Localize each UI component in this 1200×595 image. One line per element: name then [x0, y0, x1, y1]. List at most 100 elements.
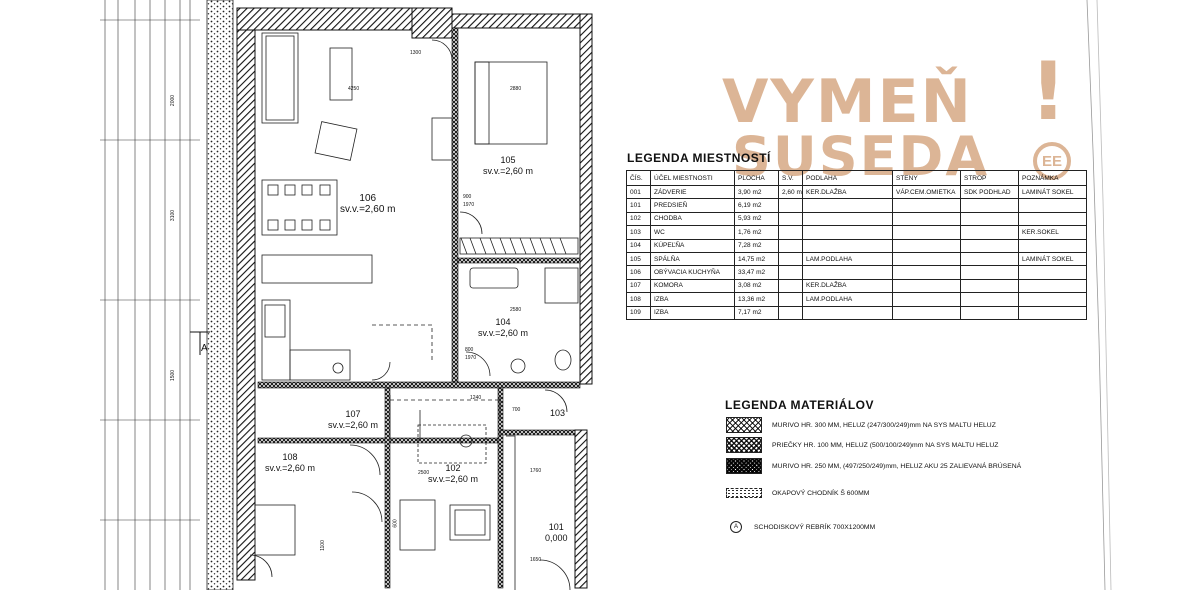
table-cell-walls — [892, 238, 961, 253]
dimension-label: 600 — [392, 519, 399, 528]
room-label-102: 102 sv.v.=2,60 m — [428, 463, 478, 485]
material-item: MURIVO HR. 300 MM, HELUZ (247/300/249)mm… — [726, 416, 996, 434]
table-cell-floor: KER.DLAŽBA — [802, 278, 893, 294]
table-cell-note — [1018, 305, 1087, 320]
material-item: A SCHODISKOVÝ REBRÍK 700X1200MM — [722, 518, 875, 536]
column-header: STROP — [960, 170, 1019, 186]
column-header: ÚČEL MIESTNOSTI — [650, 170, 735, 186]
table-cell-floor — [802, 265, 893, 280]
table-cell-note — [1018, 292, 1087, 307]
material-swatch — [726, 437, 762, 453]
table-cell-num: 102 — [626, 211, 651, 227]
room-label-106: 106 sv.v.=2,60 m — [340, 193, 395, 215]
table-cell-floor — [802, 211, 893, 227]
rooms-legend-table: ČÍS. ÚČEL MIESTNOSTI PLOCHA S.V. PODLAHA… — [626, 170, 1087, 320]
table-cell-area: 5,93 m2 — [734, 211, 779, 227]
table-cell-sv — [778, 278, 803, 294]
table-cell-note — [1018, 278, 1087, 294]
material-text: PRIEČKY HR. 100 MM, HELUZ (500/100/249)m… — [772, 441, 999, 449]
material-swatch — [726, 417, 762, 433]
table-cell-ceiling — [960, 265, 1019, 280]
column-header: STENY — [892, 170, 961, 186]
room-number: 106 — [359, 193, 377, 204]
table-cell-walls — [892, 278, 961, 294]
table-cell-sv — [778, 211, 803, 227]
table-cell-name: ZÁDVERIE — [650, 184, 735, 200]
dimension-label: 3100 — [170, 209, 177, 222]
table-cell-ceiling — [960, 278, 1019, 294]
room-label-108: 108 sv.v.=2,60 m — [265, 452, 315, 474]
room-number: 101 — [548, 522, 564, 532]
table-cell-name: IZBA — [650, 292, 735, 307]
table-cell-area: 3,08 m2 — [734, 278, 779, 294]
dimension-label: 1650 — [530, 557, 542, 563]
table-cell-area: 33,47 m2 — [734, 265, 779, 280]
material-item: PRIEČKY HR. 100 MM, HELUZ (500/100/249)m… — [726, 436, 998, 454]
table-cell-area: 13,36 m2 — [734, 292, 779, 307]
room-label-105: 105 sv.v.=2,60 m — [483, 155, 533, 177]
dimension-label: 4250 — [348, 86, 360, 92]
table-cell-note — [1018, 211, 1087, 227]
room-number: 103 — [550, 408, 566, 418]
table-cell-num: 109 — [626, 305, 651, 320]
page-edge — [1086, 0, 1112, 590]
stair-symbol: A — [730, 521, 742, 533]
table-cell-walls — [892, 198, 961, 213]
watermark-exclamation: ! — [1030, 45, 1069, 138]
room-height: sv.v.=2,60 m — [428, 474, 478, 484]
table-cell-ceiling — [960, 211, 1019, 227]
table-cell-ceiling — [960, 305, 1019, 320]
table-cell-walls — [892, 265, 961, 280]
room-number: 107 — [345, 409, 361, 419]
dimension-label: 2500 — [418, 470, 430, 476]
table-cell-walls — [892, 211, 961, 227]
room-number: 108 — [282, 452, 298, 462]
table-cell-note — [1018, 198, 1087, 213]
material-text: MURIVO HR. 300 MM, HELUZ (247/300/249)mm… — [772, 421, 996, 429]
dimension-label: 900 — [463, 194, 472, 200]
material-text: MURIVO HR. 250 MM, (497/250/249)mm, HELU… — [772, 462, 1022, 470]
material-swatch — [726, 488, 762, 498]
table-header-row: ČÍS. ÚČEL MIESTNOSTI PLOCHA S.V. PODLAHA… — [626, 170, 1087, 186]
table-cell-ceiling — [960, 292, 1019, 307]
table-cell-name: SPÁLŇA — [650, 251, 735, 267]
table-cell-name: KOMORA — [650, 278, 735, 294]
table-cell-num: 101 — [626, 198, 651, 213]
table-cell-area: 1,76 m2 — [734, 225, 779, 240]
table-cell-sv — [778, 251, 803, 267]
section-marker: A — [201, 343, 208, 354]
column-header: ČÍS. — [626, 170, 651, 186]
dimension-label: 1500 — [170, 369, 177, 382]
table-cell-sv: 2,60 m — [778, 184, 803, 200]
room-height: sv.v.=2,60 m — [483, 166, 533, 176]
dimension-label: 1760 — [530, 468, 542, 474]
room-height: sv.v.=2,60 m — [340, 204, 396, 215]
table-cell-area: 7,17 m2 — [734, 305, 779, 320]
material-text: OKAPOVÝ CHODNÍK Š 600MM — [772, 489, 870, 497]
dimension-label: 1300 — [410, 50, 422, 56]
table-cell-walls — [892, 305, 961, 320]
table-cell-name: PREDSIEŇ — [650, 198, 735, 213]
room-label-107: 107 sv.v.=2,60 m — [328, 409, 378, 431]
table-cell-num: 107 — [626, 278, 651, 294]
table-cell-floor — [802, 305, 893, 320]
table-cell-name: OBÝVACIA KUCHYŇA — [650, 265, 735, 280]
table-cell-note — [1018, 238, 1087, 253]
table-cell-sv — [778, 305, 803, 320]
table-cell-floor — [802, 225, 893, 240]
room-height: sv.v.=2,60 m — [478, 328, 528, 338]
table-cell-floor: LAM.PODLAHA — [802, 251, 893, 267]
material-swatch — [726, 458, 762, 474]
column-header: POZNÁMKA — [1018, 170, 1087, 186]
table-cell-area: 14,75 m2 — [734, 251, 779, 267]
dimension-label: 1240 — [470, 395, 482, 401]
room-height: sv.v.=2,60 m — [265, 463, 315, 473]
table-cell-floor — [802, 238, 893, 253]
column-header: PODLAHA — [802, 170, 893, 186]
